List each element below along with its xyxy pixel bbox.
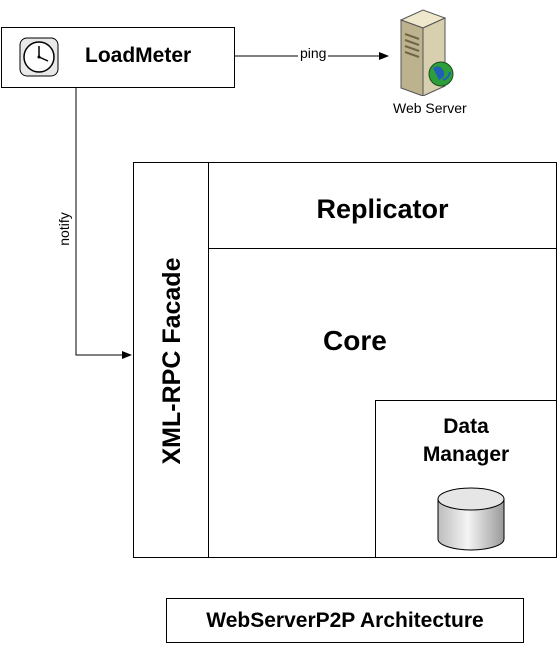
replicator-label: Replicator	[316, 194, 449, 224]
caption-label: WebServerP2P Architecture	[206, 609, 484, 632]
replicator-box: Replicator	[208, 162, 557, 249]
loadmeter-label: LoadMeter	[85, 44, 192, 67]
data-manager-label-line1: Data	[443, 415, 489, 438]
database-cylinder-icon	[437, 487, 505, 551]
notify-label: notify	[56, 207, 72, 251]
caption-box: WebServerP2P Architecture	[166, 598, 524, 643]
server-globe-icon	[399, 9, 454, 96]
xml-rpc-facade-box: XML-RPC Facade	[133, 162, 209, 558]
clock-icon	[19, 37, 59, 77]
data-manager-box: Data Manager	[375, 400, 557, 558]
facade-label: XML-RPC Facade	[158, 257, 186, 465]
notify-edge	[75, 88, 132, 359]
loadmeter-box: LoadMeter	[1, 27, 235, 88]
webserver-label: Web Server	[393, 100, 467, 116]
data-manager-label-line2: Manager	[422, 443, 510, 466]
ping-label: ping	[298, 45, 329, 61]
core-label: Core	[323, 325, 387, 356]
